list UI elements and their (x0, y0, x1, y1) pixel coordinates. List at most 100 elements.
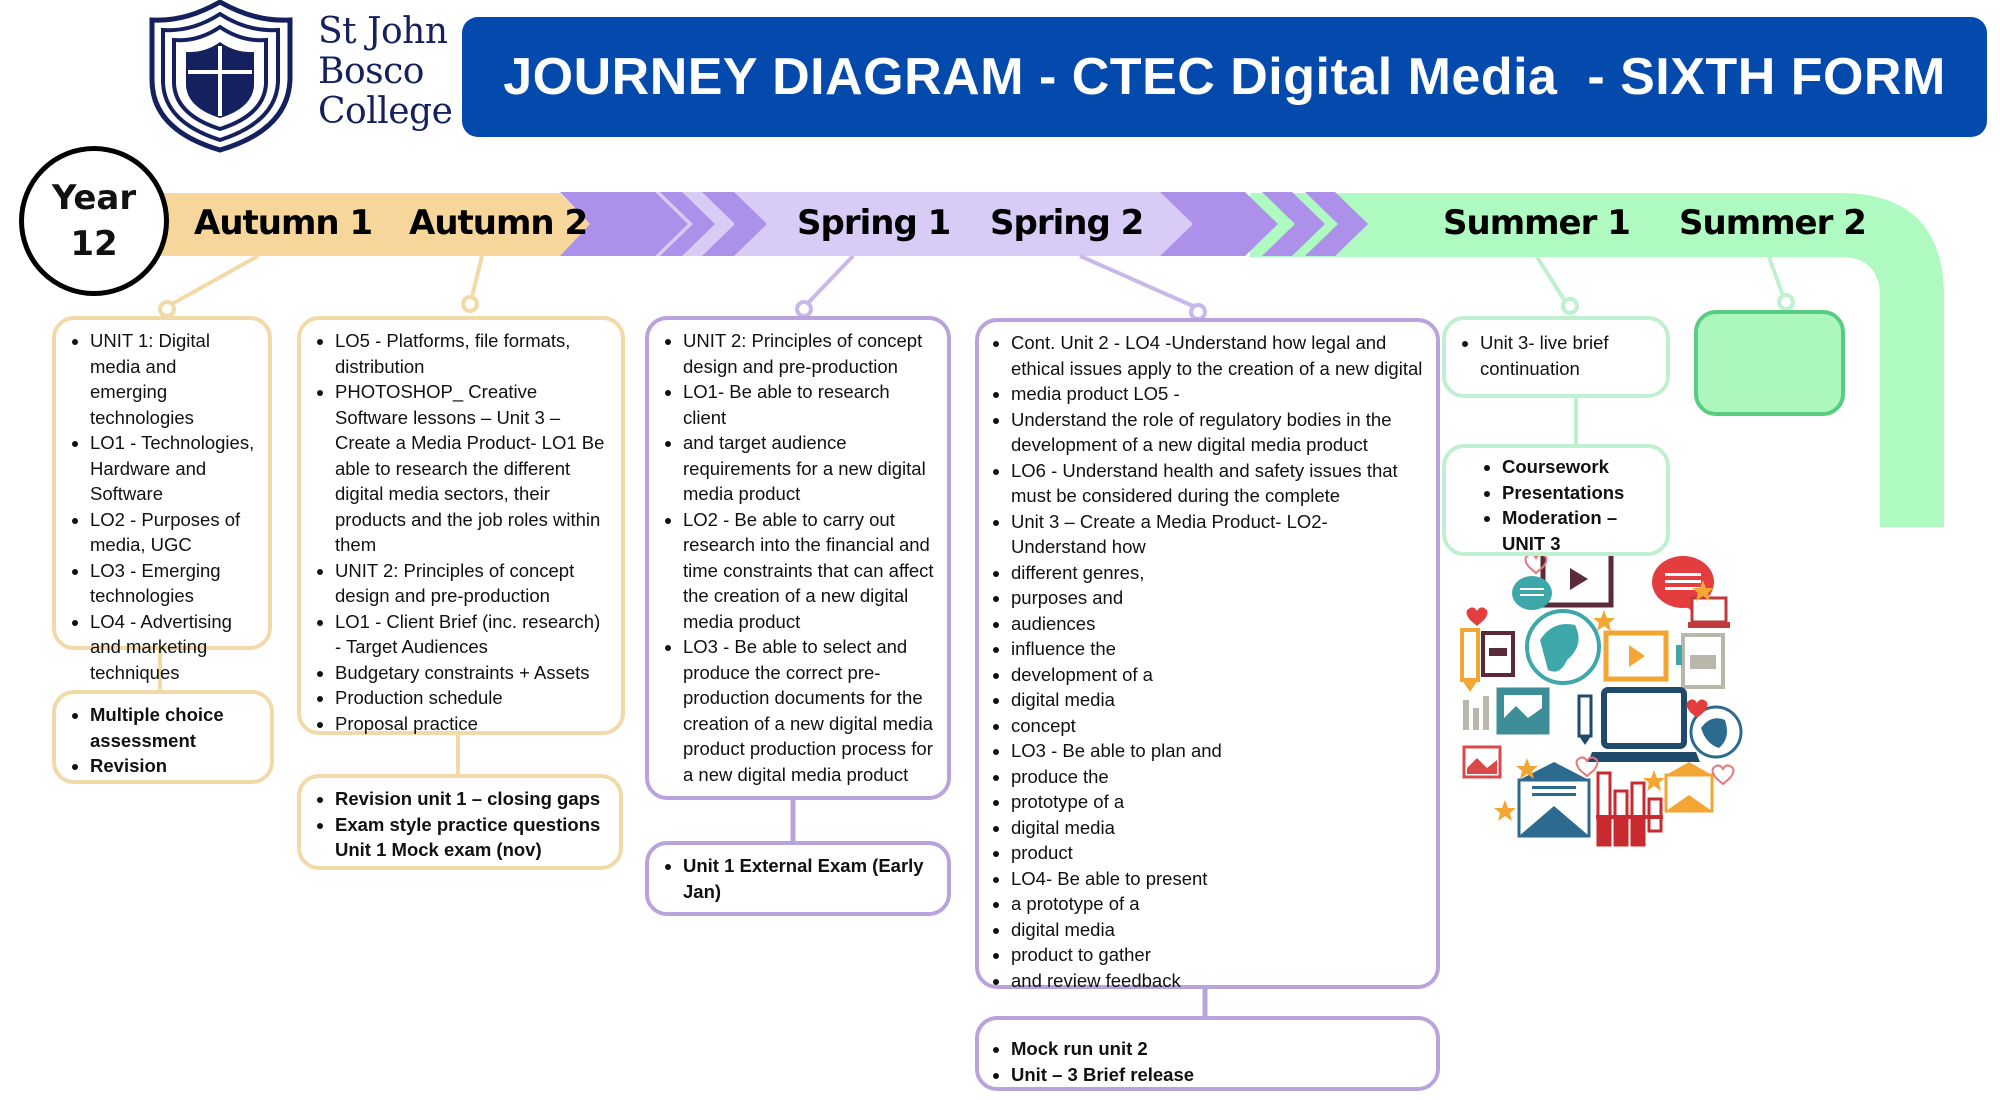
list-item: Revision (90, 753, 260, 779)
list-item: and review feedback (1011, 968, 1426, 994)
list-item: LO1 - Client Brief (inc. research) - Tar… (335, 609, 611, 660)
list-item: media product LO5 - (1011, 381, 1426, 407)
autumn-2-mock-exam: Unit 1 Mock exam (nov) (335, 839, 542, 860)
term-label-autumn-2: Autumn 2 (409, 203, 588, 243)
list-item: product (1011, 840, 1426, 866)
year-badge: Year 12 (19, 146, 169, 296)
list-item: LO3 - Emerging technologies (90, 558, 258, 609)
autumn-2-content-box: LO5 - Platforms, file formats, distribut… (297, 316, 625, 735)
summer-1-assessment-list: CourseworkPresentationsModeration – UNIT… (1452, 454, 1656, 556)
year-badge-number: 12 (70, 224, 118, 264)
globe-icon (1525, 609, 1601, 685)
autumn-1-content-box: UNIT 1: Digital media and emerging techn… (52, 316, 272, 683)
list-item: LO6 - Understand health and safety issue… (1011, 458, 1426, 509)
list-item: Moderation – UNIT 3 (1502, 505, 1656, 556)
transition-arrows-spring-summer (1160, 192, 1368, 256)
spring-1-content-box: UNIT 2: Principles of concept design and… (645, 316, 951, 800)
chat-bubble-icon (1512, 576, 1552, 610)
list-item: Exam style practice questions (335, 812, 609, 838)
logo-line-1: St John (318, 11, 448, 52)
list-item: digital media (1011, 815, 1426, 841)
spring-2-content-list: Cont. Unit 2 - LO4 -Understand how legal… (985, 330, 1426, 993)
heart-icons (1524, 553, 1735, 786)
list-item: development of a (1011, 662, 1426, 688)
autumn-1-assessment-list: Multiple choice assessmentRevision (62, 702, 260, 779)
list-item: product to gather (1011, 942, 1426, 968)
list-item: prototype of a (1011, 789, 1426, 815)
spring-vertical-connectors (790, 800, 1208, 1016)
video-film-icon (1540, 550, 1614, 608)
list-item: UNIT 2: Principles of concept design and… (683, 328, 937, 379)
autumn-2-assessment-box: Revision unit 1 – closing gapsExam style… (297, 774, 623, 870)
list-item: Budgetary constraints + Assets (335, 660, 611, 686)
term-label-spring-1: Spring 1 (797, 203, 951, 243)
mail-icon (1664, 762, 1714, 813)
list-item: digital media (1011, 687, 1426, 713)
list-item: Revision unit 1 – closing gaps (335, 786, 609, 812)
list-item: Cont. Unit 2 - LO4 -Understand how legal… (1011, 330, 1426, 381)
term-label-autumn-1: Autumn 1 (194, 203, 373, 243)
autumn-1-content-list: UNIT 1: Digital media and emerging techn… (62, 328, 258, 685)
list-item: Understand the role of regulatory bodies… (1011, 407, 1426, 458)
transition-arrows-autumn-spring (560, 192, 767, 256)
spring-2-assessment-box: Mock run unit 2Unit – 3 Brief release (975, 1016, 1440, 1091)
page-title-banner: JOURNEY DIAGRAM - CTEC Digital Media - S… (462, 17, 1987, 137)
list-item: Presentations (1502, 480, 1656, 506)
summer-1-assessment-box: CourseworkPresentationsModeration – UNIT… (1442, 444, 1670, 556)
logo-line-2: Bosco (318, 51, 424, 92)
list-item: audiences (1011, 611, 1426, 637)
list-item: Mock run unit 2 (1011, 1036, 1426, 1062)
laptop-icon (1688, 596, 1730, 628)
list-item: Coursework (1502, 454, 1656, 480)
spring-2-assessment-list: Mock run unit 2Unit – 3 Brief release (985, 1036, 1426, 1087)
list-item: influence the (1011, 636, 1426, 662)
star-icons (1494, 580, 1714, 821)
spring-2-content-box: Cont. Unit 2 - LO4 -Understand how legal… (975, 318, 1440, 991)
list-item: LO2 - Purposes of media, UGC (90, 507, 258, 558)
world-icon (1689, 705, 1743, 759)
summer-2-content-box (1694, 310, 1845, 416)
list-item: LO3 - Be able to select and produce the … (683, 634, 937, 787)
summer-1-content-list: Unit 3- live brief continuation (1452, 330, 1656, 381)
computer-icon (1588, 687, 1700, 762)
list-item: purposes and (1011, 585, 1426, 611)
list-item: LO2 - Be able to carry out research into… (683, 507, 937, 635)
list-item: UNIT 2: Principles of concept design and… (335, 558, 611, 609)
autumn-2-content-list: LO5 - Platforms, file formats, distribut… (307, 328, 611, 736)
school-name-logo: St John Bosco College (318, 11, 453, 132)
spring-1-assessment-list: Unit 1 External Exam (Early Jan) (655, 853, 937, 904)
spring-1-assessment-box: Unit 1 External Exam (Early Jan) (645, 841, 951, 916)
spring-band (650, 192, 1193, 256)
document-icon (1481, 631, 1725, 689)
list-item: LO5 - Platforms, file formats, distribut… (335, 328, 611, 379)
list-item: Unit 3 – Create a Media Product- LO2- Un… (1011, 509, 1426, 560)
list-item: LO1 - Technologies, Hardware and Softwar… (90, 430, 258, 507)
pencil-icon (1460, 628, 1480, 692)
year-badge-label: Year (51, 178, 137, 218)
summer-connectors (1535, 255, 1795, 444)
term-label-summer-1: Summer 1 (1443, 203, 1631, 243)
heart-filled-icons (1466, 607, 1708, 718)
bar-chart-icon (1596, 771, 1663, 847)
list-item: Production schedule (335, 685, 611, 711)
list-item: concept (1011, 713, 1426, 739)
spring-1-content-list: UNIT 2: Principles of concept design and… (655, 328, 937, 787)
list-item: and target audience requirements for a n… (683, 430, 937, 507)
pen-icon (1577, 694, 1593, 745)
list-item: Proposal practice (335, 711, 611, 737)
summer-1-content-box: Unit 3- live brief continuation (1442, 316, 1670, 398)
list-item: digital media (1011, 917, 1426, 943)
list-item: LO1- Be able to research client (683, 379, 937, 430)
list-item: UNIT 1: Digital media and emerging techn… (90, 328, 258, 430)
spring-connectors (795, 254, 1207, 321)
list-item: LO3 - Be able to plan and (1011, 738, 1426, 764)
list-item: different genres, (1011, 560, 1426, 586)
list-item: a prototype of a (1011, 891, 1426, 917)
list-item: Unit 3- live brief continuation (1480, 330, 1656, 381)
bar-chart-grey-icon (1463, 696, 1489, 730)
logo-line-3: College (318, 91, 453, 132)
autumn-1-assessment-box: Multiple choice assessmentRevision (52, 690, 274, 784)
autumn-connectors (158, 254, 484, 774)
term-label-spring-2: Spring 2 (990, 203, 1144, 243)
